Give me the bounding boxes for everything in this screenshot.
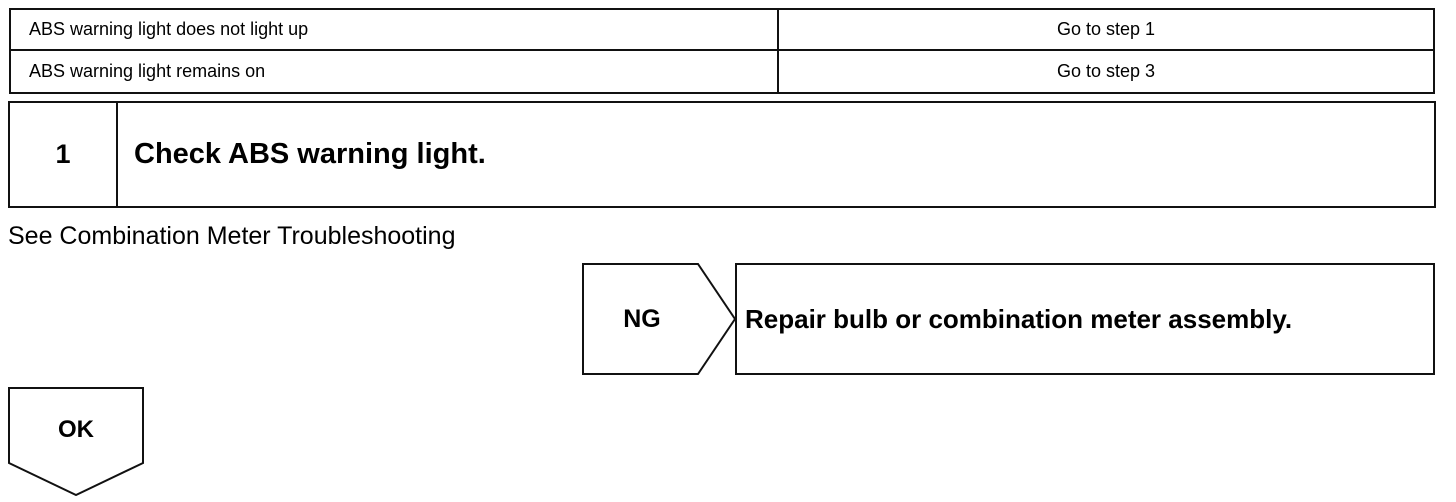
column-divider (777, 10, 779, 49)
condition-text: ABS warning light remains on (29, 61, 266, 81)
condition-text: ABS warning light does not light up (29, 19, 309, 39)
step-header: 1 Check ABS warning light. (8, 101, 1436, 208)
ng-arrow-icon (582, 263, 737, 375)
table-row: ABS warning light does not light up Go t… (11, 10, 1433, 51)
ok-label: OK (58, 416, 94, 443)
action-text: Go to step 3 (1056, 61, 1156, 81)
column-divider (777, 51, 779, 92)
ng-label: NG (623, 304, 661, 333)
ng-result-box: Repair bulb or combination meter assembl… (735, 263, 1435, 375)
ok-arrow-icon (8, 387, 144, 496)
reference-note: See Combination Meter Troubleshooting (8, 222, 456, 250)
action-text: Go to step 1 (1056, 19, 1156, 39)
table-row: ABS warning light remains on Go to step … (11, 51, 1433, 92)
step-title: Check ABS warning light. (134, 138, 486, 170)
step-number: 1 (10, 103, 118, 206)
ng-result-text: Repair bulb or combination meter assembl… (745, 303, 1293, 334)
condition-table: ABS warning light does not light up Go t… (9, 8, 1435, 94)
